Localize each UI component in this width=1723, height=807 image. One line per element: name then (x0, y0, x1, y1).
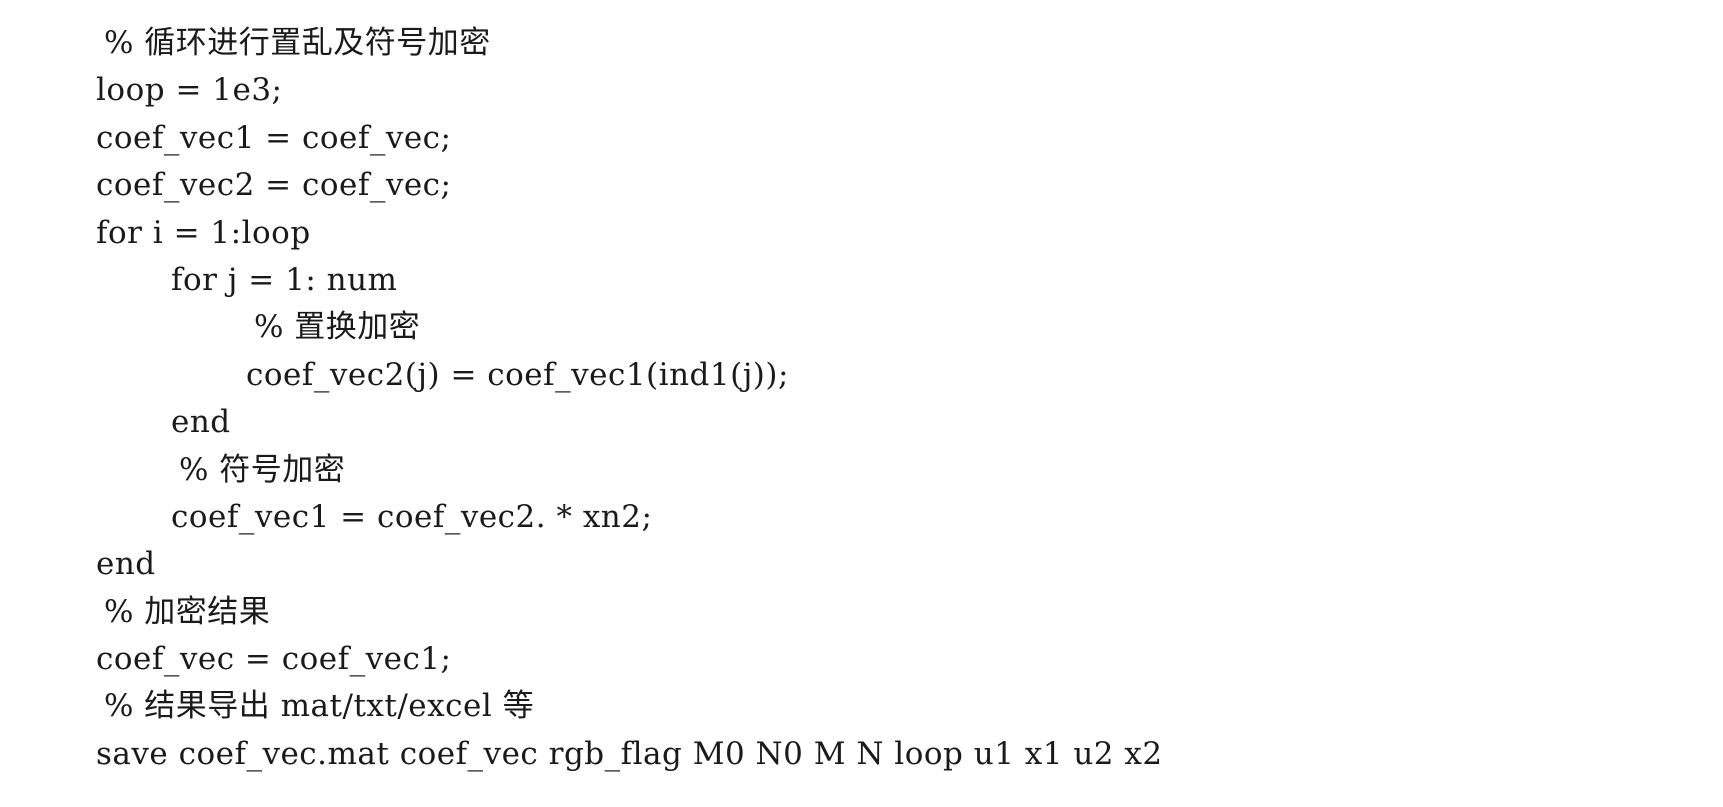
code-comment-line: % 加密结果 (104, 593, 271, 630)
code-comment-line: % 结果导出 mat/txt/excel 等 (104, 688, 535, 725)
code-line: for i = 1:loop (96, 214, 311, 251)
code-line: end (96, 546, 156, 583)
code-listing: % 循环进行置乱及符号加密 loop = 1e3; coef_vec1 = co… (96, 20, 1656, 778)
code-line: coef_vec1 = coef_vec2. * xn2; (171, 498, 653, 535)
code-line: end (171, 404, 231, 441)
code-line: coef_vec2 = coef_vec; (96, 167, 452, 204)
code-comment-line: % 置换加密 (254, 309, 421, 346)
code-comment-line: % 循环进行置乱及符号加密 (104, 25, 491, 61)
code-comment-line: % 符号加密 (179, 451, 346, 488)
code-line: coef_vec2(j) = coef_vec1(ind1(j)); (246, 356, 789, 393)
code-line: save coef_vec.mat coef_vec rgb_flag M0 N… (96, 735, 1163, 772)
code-line: for j = 1: num (171, 261, 398, 298)
code-line: loop = 1e3; (96, 72, 283, 109)
code-line: coef_vec = coef_vec1; (96, 641, 452, 678)
code-line: coef_vec1 = coef_vec; (96, 119, 452, 156)
